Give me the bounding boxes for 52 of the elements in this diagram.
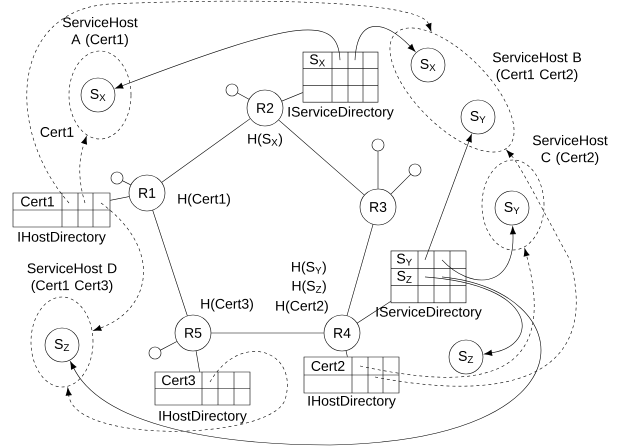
link-line <box>346 350 348 357</box>
stub-circle <box>408 164 422 176</box>
host-label: ServiceHost A (Cert1) <box>62 16 138 48</box>
link-line <box>211 332 324 334</box>
hash-label: H(S$_{Y}$) <box>292 261 326 275</box>
stub-circle <box>226 84 238 96</box>
link-line <box>122 180 131 186</box>
hash-label: H(Cert3) <box>201 298 253 312</box>
arrow <box>66 351 288 432</box>
link-line <box>357 301 391 324</box>
arrow <box>442 226 516 280</box>
edge-label: Cert1 <box>38 126 76 138</box>
directory-table: S$_{Y}$ S$_{Z}$ <box>390 250 466 304</box>
table-caption: IServiceDirectory <box>288 106 394 120</box>
arrow <box>360 248 534 378</box>
hash-label: H(S$_{Z}$) <box>292 280 326 294</box>
link-line <box>346 224 374 316</box>
host-label: ServiceHost C (Cert2) <box>532 134 608 166</box>
link-line <box>160 341 178 350</box>
link-line <box>278 120 365 196</box>
link-line <box>196 350 200 372</box>
hash-label: H(Cert1) <box>178 193 230 207</box>
table-caption: IHostDirectory <box>308 395 396 409</box>
arrow <box>424 276 522 356</box>
link-line <box>390 174 411 194</box>
directory-table: Cert1 <box>12 192 110 228</box>
arrow <box>115 30 340 89</box>
link-line <box>110 196 130 201</box>
arrow <box>374 150 576 386</box>
link-line <box>237 92 250 100</box>
arrow <box>79 136 88 204</box>
stub-circle <box>110 172 124 184</box>
host-label: ServiceHost D (Cert1 Cert3) <box>28 262 116 294</box>
arrow <box>93 202 144 331</box>
stub-circle <box>148 346 162 360</box>
arrow <box>424 134 472 260</box>
host-label: ServiceHost B (Cert1 Cert2) <box>492 52 581 82</box>
hash-label: H(S$_{X}$) <box>248 133 282 147</box>
hash-label: H(Cert2) <box>276 300 328 314</box>
directory-table: Cert2 <box>304 356 400 394</box>
stub-circle <box>372 138 384 152</box>
table-caption: IHostDirectory <box>18 231 106 245</box>
table-caption: IHostDirectory <box>159 410 247 424</box>
link-line <box>282 92 303 102</box>
arrow <box>26 0 432 204</box>
link-line <box>152 210 188 316</box>
directory-table: S$_{X}$ <box>302 52 378 102</box>
directory-table: Cert3 <box>154 372 250 406</box>
link-line <box>162 118 250 183</box>
arrow <box>354 26 416 60</box>
arrow <box>70 276 541 446</box>
table-caption: IServiceDirectory <box>376 306 482 320</box>
